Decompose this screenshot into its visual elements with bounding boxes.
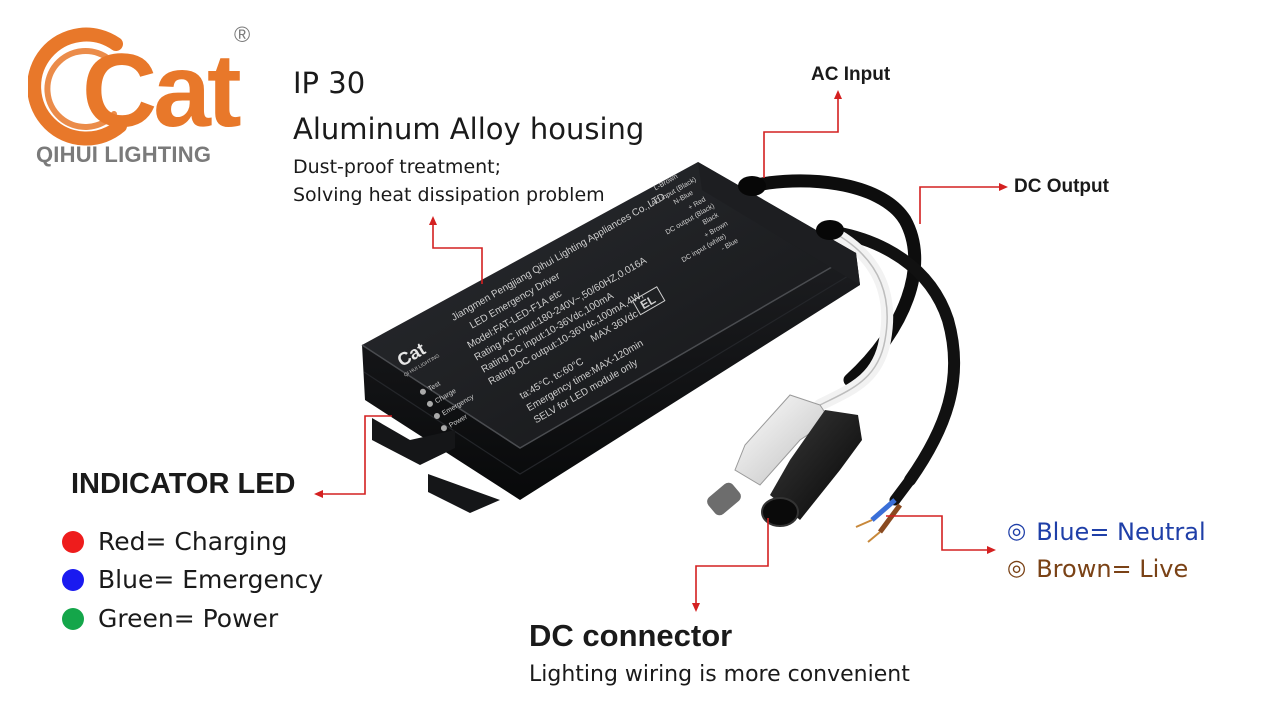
wire-legend-item: ◎ Blue= Neutral	[1007, 516, 1206, 548]
dc-output-cable-black	[829, 226, 961, 486]
arrow-dc-connector	[695, 518, 769, 604]
dc-output-label: DC Output	[1014, 176, 1109, 197]
dc-connectors	[707, 394, 916, 543]
wire-legend-item: ◎ Brown= Live	[1007, 553, 1188, 585]
arrow-housing	[432, 224, 483, 284]
wire-legend-label: Brown= Live	[1036, 555, 1189, 583]
cables	[745, 174, 961, 486]
bare-wires-black	[889, 474, 916, 506]
mount-foot-left	[372, 418, 455, 465]
ip-rating: IP 30	[293, 66, 366, 100]
red-dot-icon	[62, 531, 84, 553]
logo-wordmark: Cat	[82, 33, 241, 149]
housing-material: Aluminum Alloy housing	[293, 112, 645, 146]
dc-connector-subtitle: Lighting wiring is more convenient	[529, 662, 910, 687]
driver-housing	[361, 162, 860, 513]
green-dot-icon	[62, 608, 84, 630]
el-mark: EL	[638, 292, 658, 312]
mount-foot-right	[428, 474, 500, 513]
ring-icon: ◎	[1007, 556, 1027, 581]
brand-logo: Cat ®	[28, 22, 250, 149]
blue-dot-icon	[62, 569, 84, 591]
housing-note-line: Dust-proof treatment;	[293, 156, 502, 178]
housing-side	[362, 253, 860, 500]
white-plug-pin	[707, 482, 741, 516]
led-legend-item: Green= Power	[62, 602, 278, 636]
company-name: QIHUI LIGHTING	[36, 142, 212, 167]
indicator-led-title: INDICATOR LED	[71, 468, 296, 500]
arrow-wires	[886, 515, 988, 551]
ring-icon: ◎	[1007, 519, 1027, 544]
led-legend-item: Blue= Emergency	[62, 563, 323, 597]
housing-end-cap	[698, 162, 860, 285]
arrow-dc-output	[919, 186, 1000, 224]
led-legend-item: Red= Charging	[62, 525, 287, 559]
arrow-ac-input	[763, 98, 839, 178]
black-plug-socket	[761, 497, 799, 527]
cable-gland-ac	[738, 176, 766, 196]
dc-connector-title: DC connector	[529, 618, 733, 653]
bare-wire-brown	[877, 503, 903, 534]
housing-top	[362, 162, 856, 448]
led-legend-label: Blue= Emergency	[98, 565, 324, 594]
ac-input-label: AC Input	[811, 64, 891, 85]
housing-note-line: Solving heat dissipation problem	[293, 184, 605, 206]
led-legend-label: Green= Power	[98, 604, 279, 633]
arrow-indicator	[322, 415, 392, 495]
arrow-heads	[314, 90, 1008, 612]
registered-mark: ®	[234, 22, 250, 47]
led-legend-label: Red= Charging	[98, 527, 288, 556]
callout-arrows	[322, 98, 1000, 604]
cable-gland-dc	[816, 220, 844, 240]
dc-input-cable-white-edge	[819, 227, 888, 406]
wire-legend-label: Blue= Neutral	[1036, 518, 1206, 546]
black-plug-body	[770, 410, 862, 520]
housing-note: Dust-proof treatment; Solving heat dissi…	[293, 153, 605, 209]
bare-wire-blue	[870, 498, 897, 522]
